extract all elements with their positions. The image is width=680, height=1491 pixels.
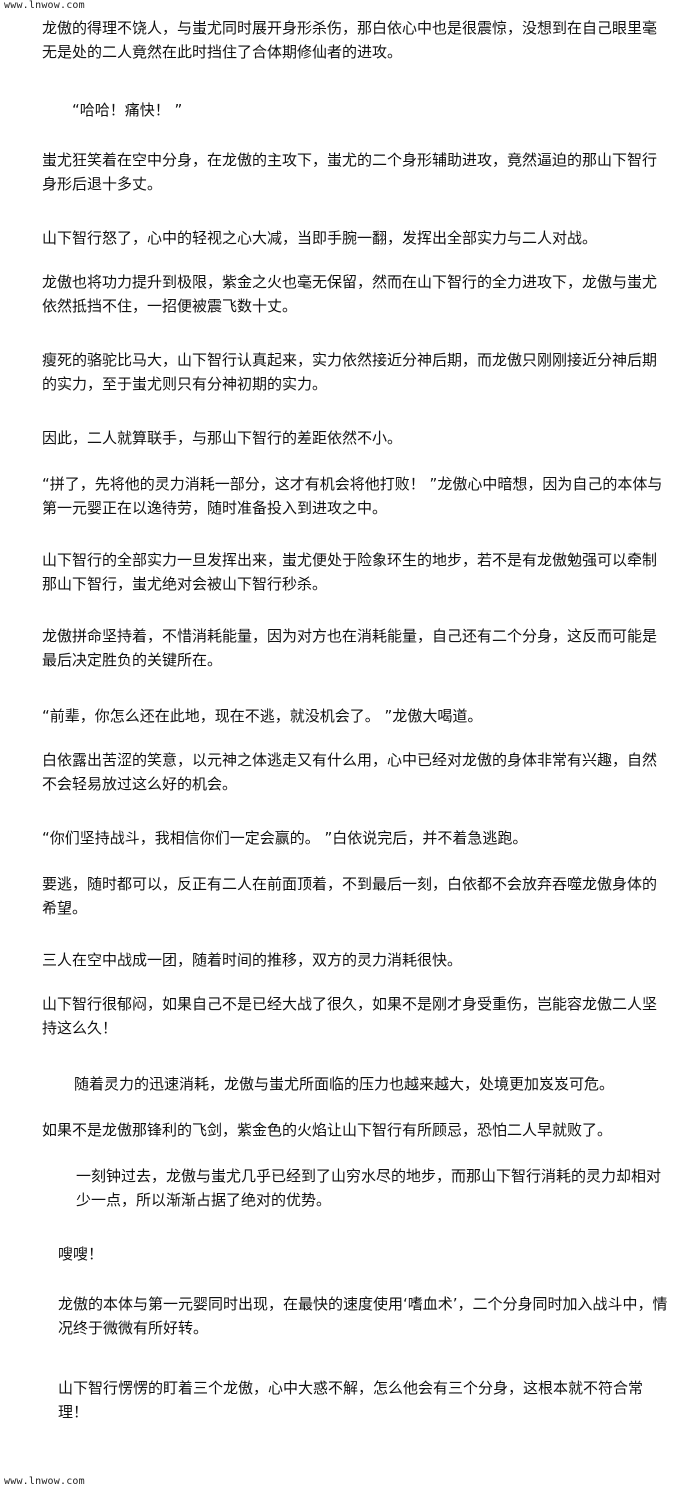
paragraph-10: 龙傲拼命坚持着，不惜消耗能量，因为对方也在消耗能量，自己还有二个分身，这反而可能… — [42, 627, 658, 669]
paragraph-3: 蚩尤狂笑着在空中分身，在龙傲的主攻下，蚩尤的二个身形辅助进攻，竟然逼迫的那山下智… — [42, 151, 658, 193]
paragraph-13: “你们坚持战斗，我相信你们一定会赢的。 ”白依说完后，并不着急逃跑。 — [42, 829, 528, 847]
paragraph-22: 山下智行愣愣的盯着三个龙傲，心中大惑不解，怎么他会有三个分身，这根本就不符合常理… — [58, 1379, 644, 1421]
paragraph-18: 如果不是龙傲那锋利的飞剑，紫金色的火焰让山下智行有所顾忌，恐怕二人早就败了。 — [42, 1121, 613, 1139]
paragraph-6: 瘦死的骆驼比马大，山下智行认真起来，实力依然接近分神后期，而龙傲只刚刚接近分神后… — [42, 351, 658, 393]
paragraph-7: 因此，二人就算联手，与那山下智行的差距依然不小。 — [42, 429, 403, 447]
paragraph-21: 龙傲的本体与第一元婴同时出现，在最快的速度使用‘嗜血术’，二个分身同时加入战斗中… — [58, 1295, 668, 1337]
paragraph-19: 一刻钟过去，龙傲与蚩尤几乎已经到了山穷水尽的地步，而那山下智行消耗的灵力却相对少… — [76, 1167, 662, 1209]
paragraph-15: 三人在空中战成一团，随着时间的推移，双方的灵力消耗很快。 — [42, 951, 463, 969]
paragraph-20: 嗖嗖！ — [58, 1245, 104, 1263]
paragraph-14: 要逃，随时都可以，反正有二人在前面顶着，不到最后一刻，白依都不会放弃吞噬龙傲身体… — [42, 875, 658, 917]
paragraph-16: 山下智行很郁闷，如果自己不是已经大战了很久，如果不是刚才身受重伤，岂能容龙傲二人… — [42, 995, 658, 1037]
paragraph-1: 龙傲的得理不饶人，与蚩尤同时展开身形杀伤，那白依心中也是很震惊，没想到在自己眼里… — [42, 19, 658, 61]
paragraph-5: 龙傲也将功力提升到极限，紫金之火也毫无保留，然而在山下智行的全力进攻下，龙傲与蚩… — [42, 273, 658, 315]
paragraph-8: “拼了，先将他的灵力消耗一部分，这才有机会将他打败！ ”龙傲心中暗想，因为自己的… — [42, 475, 663, 517]
paragraph-17: 随着灵力的迅速消耗，龙傲与蚩尤所面临的压力也越来越大，处境更加岌岌可危。 — [74, 1075, 615, 1093]
watermark-bottom: www.lnwow.com — [4, 1476, 85, 1487]
watermark-top: www.lnwow.com — [4, 0, 85, 11]
paragraph-9: 山下智行的全部实力一旦发挥出来，蚩尤便处于险象环生的地步，若不是有龙傲勉强可以牵… — [42, 551, 658, 593]
paragraph-4: 山下智行怒了，心中的轻视之心大减，当即手腕一翻，发挥出全部实力与二人对战。 — [42, 229, 598, 247]
paragraph-11: “前辈，你怎么还在此地，现在不逃，就没机会了。 ”龙傲大喝道。 — [42, 707, 483, 725]
paragraph-12: 白依露出苦涩的笑意，以元神之体逃走又有什么用，心中已经对龙傲的身体非常有兴趣，自… — [42, 751, 658, 793]
paragraph-2: “哈哈！痛快！ ” — [72, 101, 183, 119]
